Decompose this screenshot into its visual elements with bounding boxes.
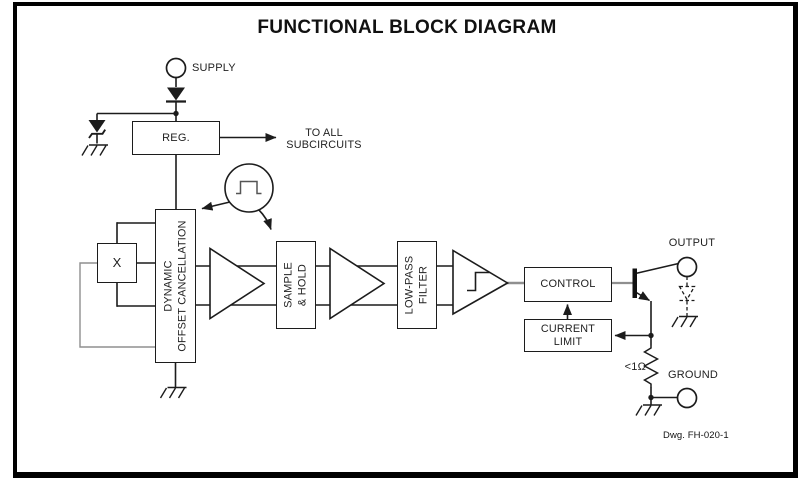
protection-diode-icon [678,276,696,316]
hall-plate-label: X [112,254,122,270]
ground-icon [159,386,188,399]
control-block: CONTROL [524,267,612,302]
output-terminal-icon [676,256,698,278]
output-terminal-label: OUTPUT [668,237,716,249]
reg-output-line2: SUBCIRCUITS [286,139,362,151]
current-limit-block: CURRENT LIMIT [524,319,612,352]
hall-loop-wire [79,262,155,348]
reg-output-line1: TO ALL [305,126,343,139]
doc-label-line1: DYNAMIC [162,260,174,312]
dynamic-offset-cancellation-block: DYNAMIC OFFSET CANCELLATION [155,209,196,363]
clock-to-doc-arrow [201,200,233,211]
current-limit-line2: LIMIT [553,335,583,348]
diagram-frame [13,2,798,478]
ground-terminal-label: GROUND [667,368,719,381]
regulator-block: REG. [132,121,220,155]
sense-resistor-icon [642,345,660,388]
sample-hold-line1: SAMPLE [282,262,295,308]
amplifier-icon [209,247,266,320]
doc-label-line2: OFFSET CANCELLATION [175,220,188,352]
gray-wires [79,262,633,348]
sense-resistor-value: <1Ω [624,361,646,373]
symbols [81,57,699,417]
current-limit-line1: CURRENT [540,323,596,336]
low-pass-line1: LOW-PASS [403,255,416,315]
drawing-number: Dwg. FH-020-1 [663,429,729,441]
low-pass-filter-block: LOW-PASS FILTER [397,241,437,329]
regulator-label: REG. [162,131,190,144]
control-label: CONTROL [540,278,596,291]
blocking-diode-icon [166,87,186,103]
sample-hold-line2: & HOLD [296,263,308,307]
clock-oscillator-icon [224,163,274,213]
supply-terminal-label: SUPPLY [192,61,236,74]
ground-icon [671,315,699,328]
collector-wire [635,262,679,275]
zener-diode-icon [88,120,106,139]
ground-icon [81,144,109,157]
junction-dots [173,110,654,401]
schmitt-trigger-icon [452,249,510,316]
amplifier-icon [329,247,386,320]
low-pass-line2: FILTER [417,265,429,305]
npn-transistor-icon [632,268,637,298]
hall-plate-block: X [97,243,137,283]
square-wave-icon [236,180,262,195]
supply-terminal-icon [165,57,187,79]
page-title: FUNCTIONAL BLOCK DIAGRAM [257,17,557,38]
sample-hold-block: SAMPLE & HOLD [276,241,316,329]
ground-terminal-icon [676,387,698,409]
emitter-wire [635,291,650,302]
ground-icon [635,404,663,417]
hysteresis-icon [467,271,490,292]
clock-to-sample-hold-arrow [257,208,272,230]
reg-output-annotation: TO ALL SUBCIRCUITS [283,127,365,152]
